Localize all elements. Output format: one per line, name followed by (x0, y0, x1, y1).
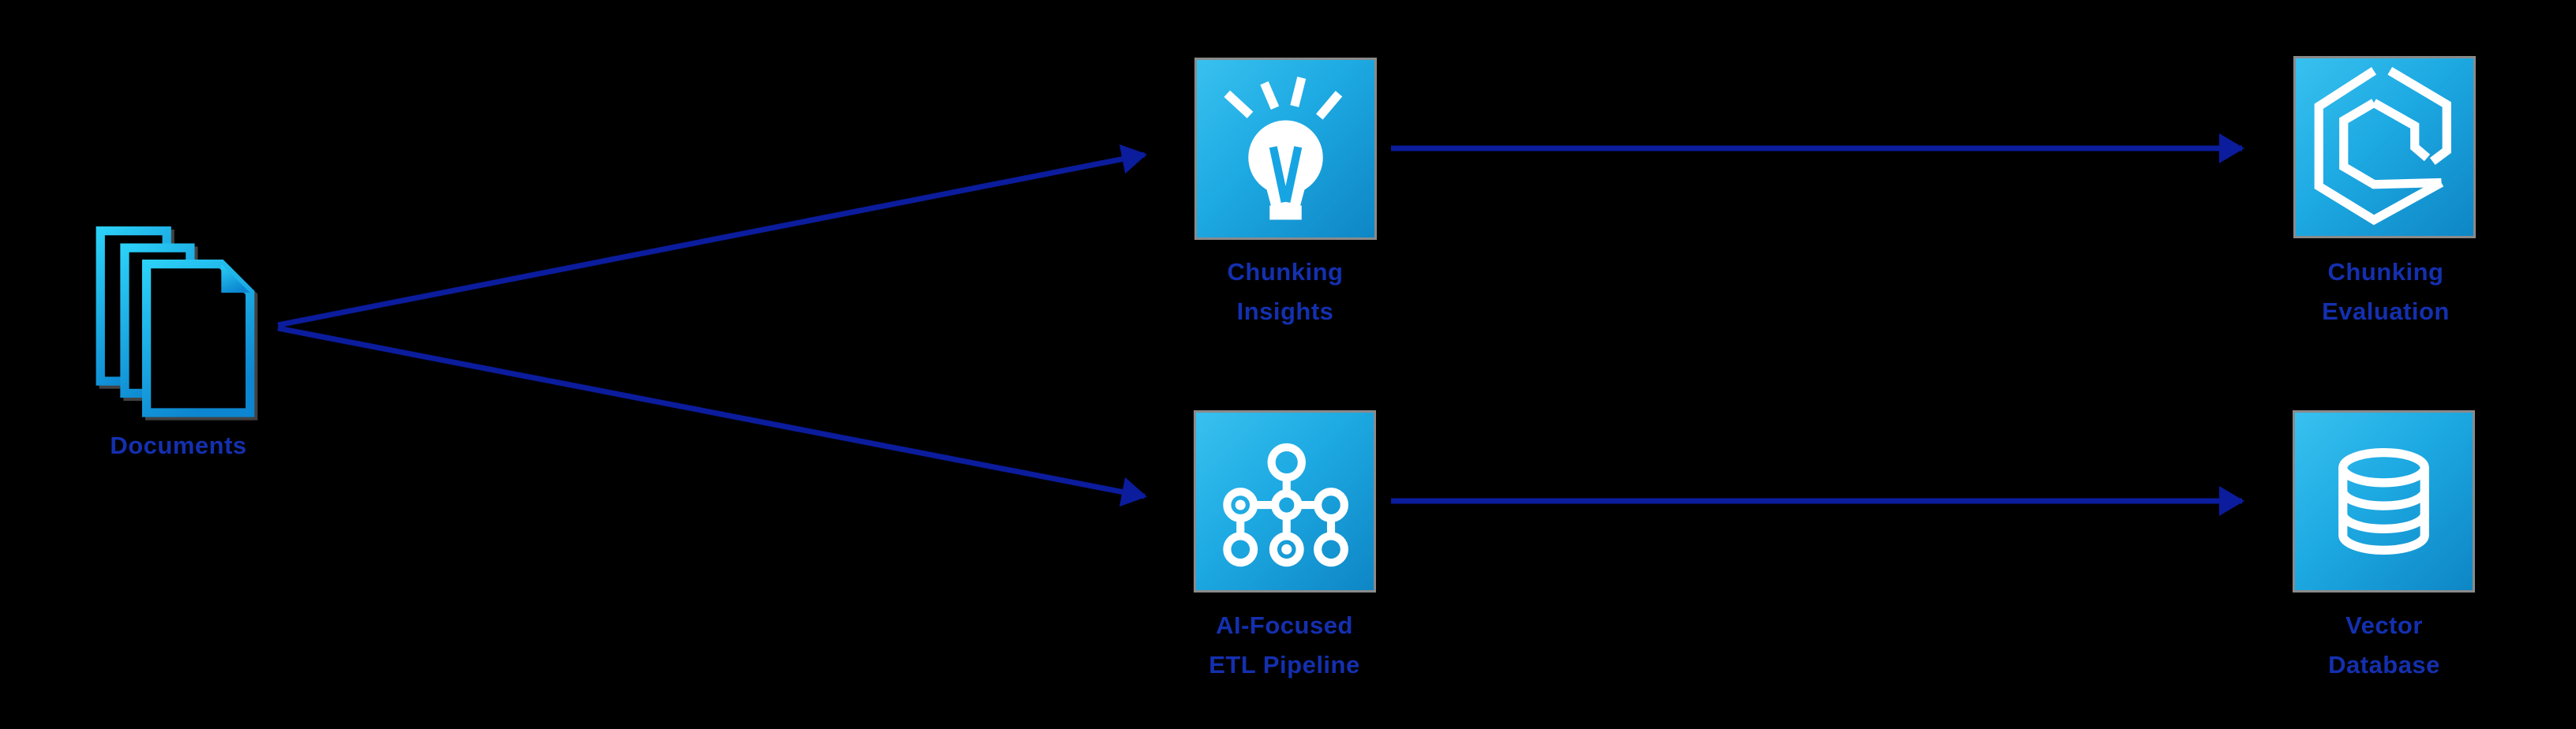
vector-database-label-line1: Vector (2345, 611, 2423, 639)
etl-pipeline-tile (1194, 410, 1376, 593)
vector-database-label: Vector Database (2242, 606, 2526, 685)
arrow-documents-to-etl-pipeline (277, 325, 1147, 507)
hexagon-chunk-icon (2314, 66, 2451, 226)
chunking-insights-label-line1: Chunking (1227, 258, 1344, 286)
chunking-insights-tile (1194, 58, 1377, 240)
network-pipeline-icon (1223, 443, 1348, 567)
vector-database-tile (2293, 410, 2475, 593)
etl-pipeline-label: AI-Focused ETL Pipeline (1142, 606, 1427, 685)
chunking-insights-label-line2: Insights (1236, 297, 1334, 325)
chunking-evaluation-label-line1: Chunking (2327, 258, 2444, 286)
etl-pipeline-label-line1: AI-Focused (1216, 611, 1353, 639)
database-icon (2338, 448, 2429, 555)
documents-label: Documents (110, 432, 247, 459)
vector-database-label-line2: Database (2328, 651, 2440, 679)
etl-pipeline-label-line2: ETL Pipeline (1209, 651, 1360, 679)
chunking-evaluation-label-line2: Evaluation (2322, 297, 2450, 325)
arrow-documents-to-chunking-insights (277, 144, 1147, 328)
chunking-evaluation-label: Chunking Evaluation (2244, 252, 2528, 331)
documents-stack-icon (96, 226, 255, 417)
lightbulb-icon (1224, 77, 1343, 220)
chunking-evaluation-tile (2293, 56, 2476, 238)
chunking-insights-label: Chunking Insights (1143, 252, 1427, 331)
